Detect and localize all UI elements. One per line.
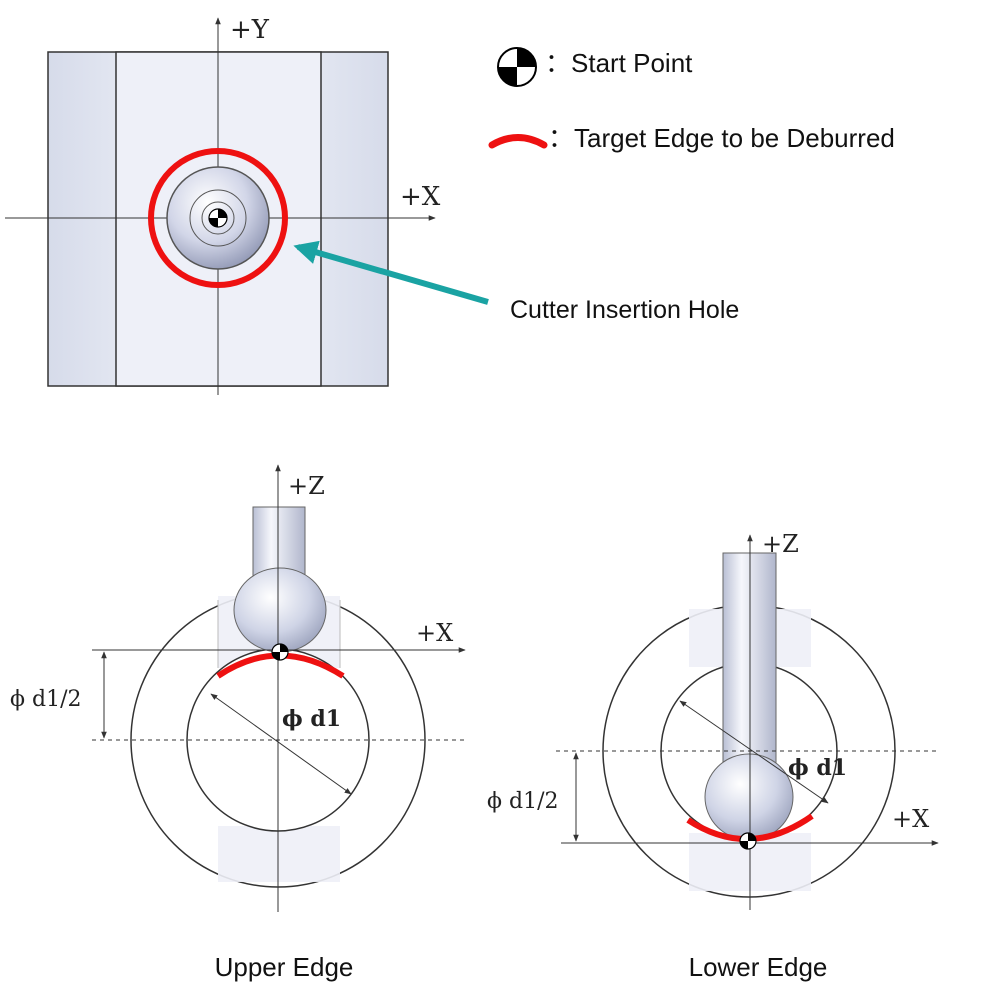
callout-arrow [293,240,489,305]
target-edge-ring [148,148,288,288]
upper-half-dim-label: ϕ d1/2 [10,687,81,712]
legend: ：Start Point ：Target Edge to be Deburred [488,47,895,153]
upper-x-axis-label: +X [416,619,453,647]
lower-z-axis-label: +Z [762,530,799,558]
upper-caption: Upper Edge [215,952,354,982]
start-point-icon [208,208,228,228]
insertion-hole-inner [189,189,247,247]
upper-dia-dim-line [210,693,352,795]
upper-edge-view: +Z +X ϕ d1/2 ϕ d1 Upper Edge [10,464,466,982]
lower-start-point-icon [739,832,757,850]
callout-label: Cutter Insertion Hole [510,296,739,324]
top-y-axis-label: +Y [230,15,270,45]
upper-z-axis-label: +Z [288,472,325,500]
lower-dia-dim-line [679,700,829,804]
insertion-hole-core [201,201,235,235]
top-x-axis-label: +X [400,182,441,212]
lower-half-dim-label: ϕ d1/2 [487,789,558,814]
lower-edge-view: +Z +X ϕ d1/2 ϕ d1 Lower Edge [487,530,939,982]
upper-bore-band-bottom [218,826,340,882]
legend-target-edge-swatch [488,134,548,149]
upper-start-point-icon [271,643,289,661]
top-view: +Y +X Cutter Insertion Hole [5,15,739,395]
lower-dia-dim-label: ϕ d1 [788,755,847,781]
lower-x-axis-label: +X [892,805,929,833]
legend-start-point-label: ：Start Point [545,48,693,78]
legend-target-edge-label: ：Target Edge to be Deburred [548,123,895,153]
upper-dia-dim-label: ϕ d1 [282,706,341,732]
lower-cutter-ball [704,753,794,841]
lower-caption: Lower Edge [689,952,828,982]
legend-start-point-icon [497,47,537,87]
upper-cutter-ball [233,567,327,653]
